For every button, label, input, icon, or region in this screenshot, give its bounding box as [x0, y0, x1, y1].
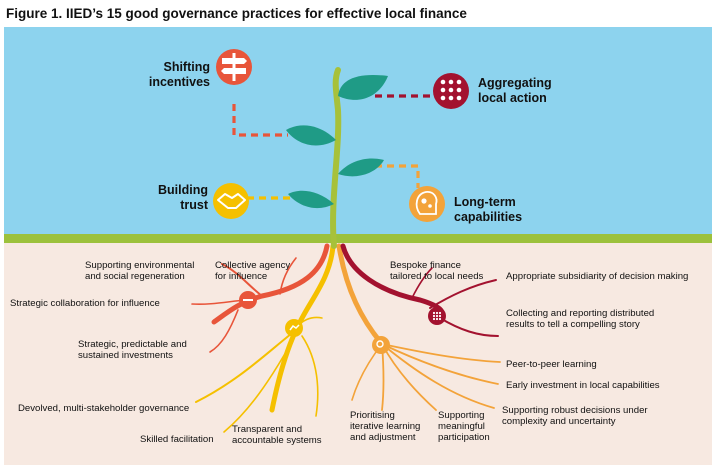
practice-label: Strategic collaboration for influence: [10, 298, 160, 309]
root-orange-main: [336, 243, 385, 347]
practice-label: Devolved, multi-stakeholder governance: [18, 403, 190, 414]
practice-label: Bespoke finance tailored to local needs: [390, 260, 484, 282]
root-red-branch-a: [221, 263, 263, 297]
root-yellow-branch-a: [195, 329, 297, 403]
root-orange-c: [381, 343, 495, 409]
leaf-left-lower: [288, 190, 334, 209]
grass-strip: [4, 234, 712, 243]
practice-label: Collective agency for influence: [215, 260, 291, 282]
root-node-orange-icon: [372, 336, 390, 354]
practice-label: Appropriate subsidiarity of decision mak…: [506, 271, 689, 282]
practice-label: Prioritising iterative learning and adju…: [350, 410, 421, 443]
practice-label: Supporting environmental and social rege…: [85, 260, 195, 282]
root-yellow-branch-c: [301, 335, 319, 417]
practice-label: Peer-to-peer learning: [506, 359, 597, 370]
root-darkred-c: [411, 267, 433, 299]
plant-stem: [330, 67, 342, 249]
label-long-term-capabilities: Long-term capabilities: [454, 195, 523, 224]
root-darkred-a: [429, 279, 497, 309]
title-bar: Figure 1. IIED’s 15 good governance prac…: [0, 0, 714, 26]
root-red-branch-d: [279, 257, 297, 295]
practice-label: Supporting meaningful participation: [438, 410, 490, 443]
practice-label: Strategic, predictable and sustained inv…: [78, 339, 187, 361]
root-darkred-b: [439, 317, 499, 337]
root-orange-b: [381, 343, 499, 385]
practice-label: Transparent and accountable systems: [232, 424, 322, 446]
dots-grid-icon: [433, 73, 469, 109]
handshake-icon: [213, 183, 249, 219]
label-aggregating-local-action: Aggregating local action: [478, 76, 552, 105]
root-red-branch-c: [209, 309, 239, 353]
label-shifting-incentives: Shifting incentives: [148, 60, 210, 89]
practice-label: Skilled facilitation: [140, 434, 214, 445]
signpost-icon: [216, 49, 252, 85]
label-building-trust: Building trust: [158, 183, 208, 212]
root-yellow-branch-b: [223, 344, 291, 433]
leaf-right-mid: [338, 158, 384, 177]
root-red-main: [211, 243, 330, 325]
head-gears-icon: [409, 186, 445, 222]
root-orange-a: [381, 343, 501, 363]
connector-shifting: [232, 104, 288, 137]
connector-longterm: [375, 164, 420, 188]
leaf-top: [338, 74, 388, 100]
practice-label: Early investment in local capabilities: [506, 380, 660, 391]
root-node-yellow-icon: [285, 319, 303, 337]
leaf-left-upper: [286, 125, 336, 146]
soil-background: [4, 241, 712, 465]
figure-title: Figure 1. IIED’s 15 good governance prac…: [6, 6, 467, 21]
practice-label: Supporting robust decisions under comple…: [502, 405, 648, 427]
root-node-red-icon: [239, 291, 257, 309]
practice-label: Collecting and reporting distributed res…: [506, 308, 655, 330]
sky-background: [4, 27, 712, 235]
root-node-darkred-icon: [428, 307, 446, 325]
